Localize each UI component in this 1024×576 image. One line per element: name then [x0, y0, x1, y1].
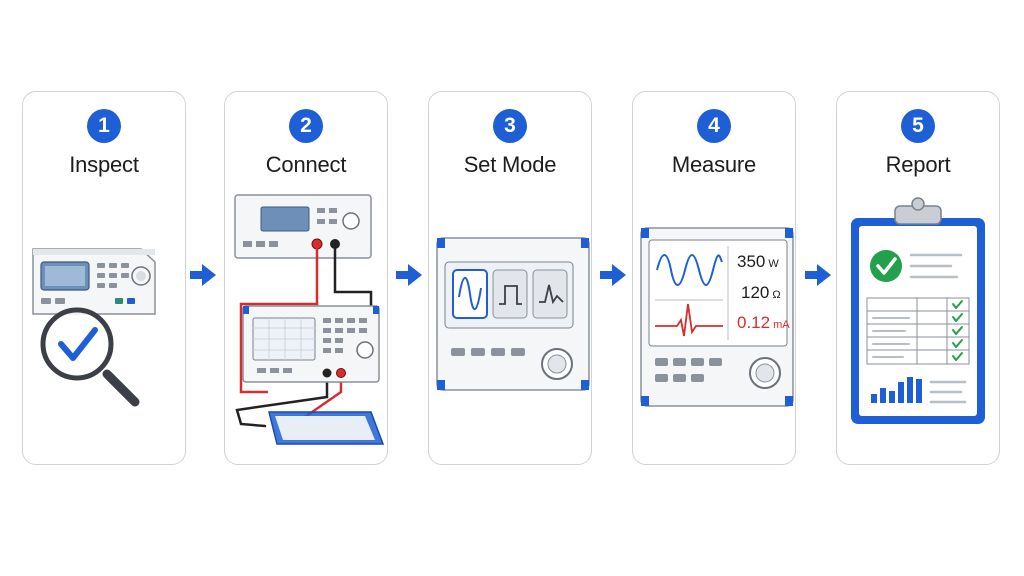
step-number-badge: 5	[901, 109, 935, 143]
step-label: Connect	[265, 152, 347, 177]
ecg-waveform	[655, 303, 723, 337]
sine-waveform	[656, 254, 723, 286]
arrow-right-icon	[190, 264, 216, 286]
step-number-badge: 4	[697, 109, 731, 143]
step-card-set-mode: 3 Set Mode	[428, 91, 592, 465]
step-number-badge: 1	[87, 109, 121, 143]
return-pad-icon	[268, 411, 385, 445]
set-mode-illustration	[436, 237, 590, 391]
inspect-illustration	[32, 248, 156, 407]
arrow-right-icon	[600, 264, 626, 286]
results-table	[866, 297, 970, 365]
step-card-report: 5 Report	[836, 91, 1000, 465]
connect-illustration	[234, 194, 385, 445]
arrow-right-icon	[396, 264, 422, 286]
bar-graph-icon	[871, 377, 922, 403]
clipboard-report-icon	[851, 197, 985, 424]
analyzer-device-icon	[242, 305, 380, 383]
step-label: Set Mode	[463, 152, 557, 177]
step-card-connect: 2 Connect	[224, 91, 388, 465]
step-label: Inspect	[69, 152, 139, 177]
mode-selector-device-icon	[436, 237, 590, 391]
measure-illustration	[640, 227, 794, 407]
magnifier-check-icon	[40, 307, 140, 407]
step-number-badge: 3	[493, 109, 527, 143]
step-card-inspect: 1 Inspect	[22, 91, 186, 465]
step-label: Measure	[671, 152, 757, 177]
report-illustration	[851, 197, 985, 424]
generator-device-icon	[234, 194, 372, 259]
check-circle-icon	[870, 250, 902, 282]
measurement-monitor-icon	[640, 227, 794, 407]
step-label: Report	[885, 152, 951, 177]
step-number-badge: 2	[289, 109, 323, 143]
analyzer-device-icon	[32, 248, 156, 315]
arrow-right-icon	[805, 264, 831, 286]
